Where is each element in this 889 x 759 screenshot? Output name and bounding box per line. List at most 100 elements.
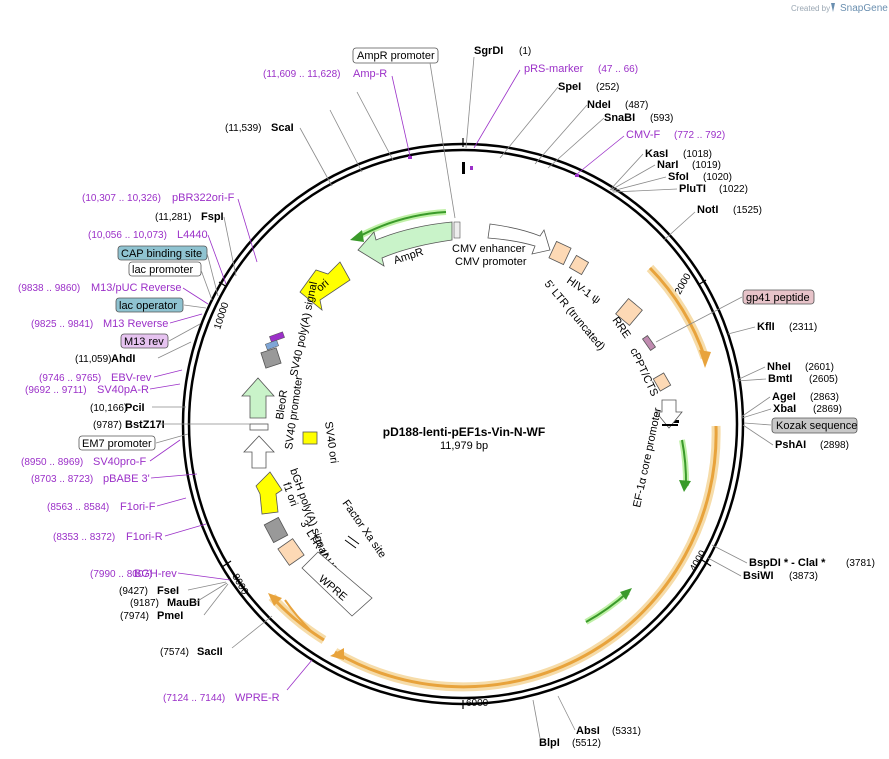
enzyme-pshai-pos: (2898): [820, 440, 849, 451]
ef1a-promoter-feature: EF-1α core promoter: [631, 399, 683, 509]
enzyme-pluti: PluTI: [679, 183, 706, 195]
enzyme-kfli-pos: (2311): [789, 322, 817, 333]
enzyme-bsiwi-pos: (3873): [789, 571, 818, 582]
hiv-ltr-features: HIV-1 ψ 5' LTR (truncated) RRE cPPT/CTS: [542, 240, 672, 398]
enzyme-pmei-pos: (9427): [119, 586, 148, 597]
ef1a-label: EF-1α core promoter: [631, 406, 664, 508]
factor-xa-label: Factor Xa site: [340, 498, 389, 560]
em7-promoter-box: EM7 promoter: [78, 433, 189, 451]
enzyme-pmei: FseI: [157, 585, 179, 597]
enzyme-sfoi: SfoI: [668, 171, 689, 183]
kozak-sequence-label: Kozak sequence: [776, 420, 857, 432]
enzyme-absi-pos: (5331): [612, 726, 641, 737]
primer-sv40pro-f-range: (8950 .. 8969): [21, 457, 83, 468]
primer-ebv-rev: EBV-rev: [111, 372, 152, 384]
enzyme-snabi-pos: (593): [650, 113, 673, 124]
primer-m13puc-reverse: M13/pUC Reverse: [91, 282, 181, 294]
cmv-enhancer-label: CMV enhancer: [452, 243, 526, 255]
enzyme-bspdi-clai-pos: (3781): [846, 558, 875, 569]
enzyme-agei: AgeI: [772, 391, 796, 403]
primer-l4440-range: (10,056 .. 10,073): [88, 230, 167, 241]
tick-label-6000: 6000: [466, 698, 489, 709]
enzyme-ndei: NdeI: [587, 99, 611, 111]
enzyme-xbai: XbaI: [773, 403, 796, 415]
kozak-sequence-box: Kozak sequence: [743, 417, 858, 434]
enzyme-sfoi-pos: (1020): [703, 172, 732, 183]
enzyme-fsei: PciI: [125, 402, 145, 414]
primer-amp-r-range: (11,609 .. 11,628): [263, 69, 340, 80]
cap-binding-site-box: CAP binding site: [117, 245, 219, 297]
enzyme-maubi-pos: (9787): [93, 420, 122, 431]
primer-prs-marker-range: (47 .. 66): [598, 64, 638, 75]
primer-sv40pa-r: SV40pA-R: [97, 384, 149, 396]
enzyme-apai-pos: (9187): [130, 598, 159, 609]
gp41-peptide-label: gp41 peptide: [746, 292, 810, 304]
enzyme-absi: AbsI: [576, 725, 600, 737]
plasmid-size: 11,979 bp: [440, 440, 488, 452]
sv40-ori-label: SV40 ori: [322, 421, 340, 464]
enzyme-bstz17i-pos: (11,059): [75, 354, 112, 365]
tick-marks: [218, 138, 712, 709]
enzyme-ndei-pos: (487): [625, 100, 648, 111]
enzyme-pluti-pos: (1022): [719, 184, 748, 195]
enzyme-kasi: KasI: [645, 148, 668, 160]
enzyme-pcii-pos: (11,281): [155, 212, 192, 223]
gp41-peptide-box: gp41 peptide: [655, 289, 815, 343]
enzyme-noti: NotI: [697, 204, 718, 216]
plasmid-name: pD188-lenti-pEF1s-Vin-N-WF: [383, 425, 545, 439]
enzyme-bsiwi: BsiWI: [743, 570, 774, 582]
lac-promoter-label: lac promoter: [132, 264, 193, 276]
primer-cmv-f: CMV-F: [626, 129, 661, 141]
primer-m13puc-reverse-range: (9838 .. 9860): [18, 283, 80, 294]
enzyme-sacii-pos: (7574): [160, 647, 189, 658]
enzyme-kasi-pos: (1018): [683, 149, 712, 160]
enzyme-agei-pos: (2863): [810, 392, 839, 403]
primer-cmv-f-range: (772 .. 792): [674, 130, 725, 141]
enzyme-apai: MauBI: [167, 597, 200, 609]
primer-pbabe3: pBABE 3': [103, 473, 150, 485]
branding-created-by: Created by: [791, 4, 830, 13]
enzyme-noti-pos: (1525): [733, 205, 762, 216]
primer-bgh-rev: BGH-rev: [134, 568, 177, 580]
enzyme-nari-pos: (1019): [692, 160, 721, 171]
primer-f1ori-r-range: (8353 .. 8372): [53, 532, 115, 543]
lac-operator-label: lac operator: [119, 300, 177, 312]
branding-product: SnapGene: [840, 3, 888, 14]
lac-operator-box: lac operator: [115, 297, 207, 313]
enzyme-nhei-pos: (2601): [805, 362, 834, 373]
enzyme-bmti-pos: (2605): [809, 374, 838, 385]
primer-prs-marker: pRS-marker: [524, 63, 584, 75]
enzyme-xbai-pos: (2869): [813, 404, 842, 415]
primer-m13-reverse-range: (9825 .. 9841): [31, 319, 93, 330]
enzyme-pshai: PshAI: [775, 439, 806, 451]
enzyme-kfli: KflI: [757, 321, 775, 333]
m13-rev-box: M13 rev: [120, 323, 201, 349]
primer-l4440: L4440: [177, 229, 208, 241]
primer-f1ori-r: F1ori-R: [126, 531, 163, 543]
enzyme-sgrdi-pos: (1): [519, 46, 531, 57]
primer-sv40pa-r-range: (9692 .. 9711): [25, 385, 87, 396]
green-orf-arrows: [350, 209, 691, 625]
enzyme-sgrdi: SgrDI: [474, 45, 503, 57]
ori-feature: ori: [299, 261, 351, 312]
primer-sv40pro-f: SV40pro-F: [93, 456, 146, 468]
primer-f1ori-f: F1ori-F: [120, 501, 156, 513]
primer-m13-reverse: M13 Reverse: [103, 318, 168, 330]
enzyme-pcii: FspI: [201, 211, 224, 223]
enzyme-nari: NarI: [657, 159, 678, 171]
bleor-label: BleoR: [274, 389, 290, 420]
lac-promoter-box: lac promoter: [128, 261, 213, 301]
primer-pbr322ori-f: pBR322ori-F: [172, 192, 235, 204]
enzyme-blpi: BlpI: [539, 737, 560, 749]
amp-r-primer-mark: [408, 156, 412, 159]
enzyme-fsei-pos: (10,166): [90, 403, 127, 414]
enzyme-ahdi-pos: (11,539): [225, 123, 262, 134]
cap-binding-site-label: CAP binding site: [121, 248, 202, 260]
enzyme-nhei: NheI: [767, 361, 791, 373]
snapgene-logo-icon: [831, 3, 835, 12]
em7-promoter-label: EM7 promoter: [82, 438, 152, 450]
enzyme-bmti: BmtI: [768, 373, 792, 385]
enzyme-pspomi-pos: (7974): [120, 611, 149, 622]
enzyme-snabi: SnaBI: [604, 112, 635, 124]
